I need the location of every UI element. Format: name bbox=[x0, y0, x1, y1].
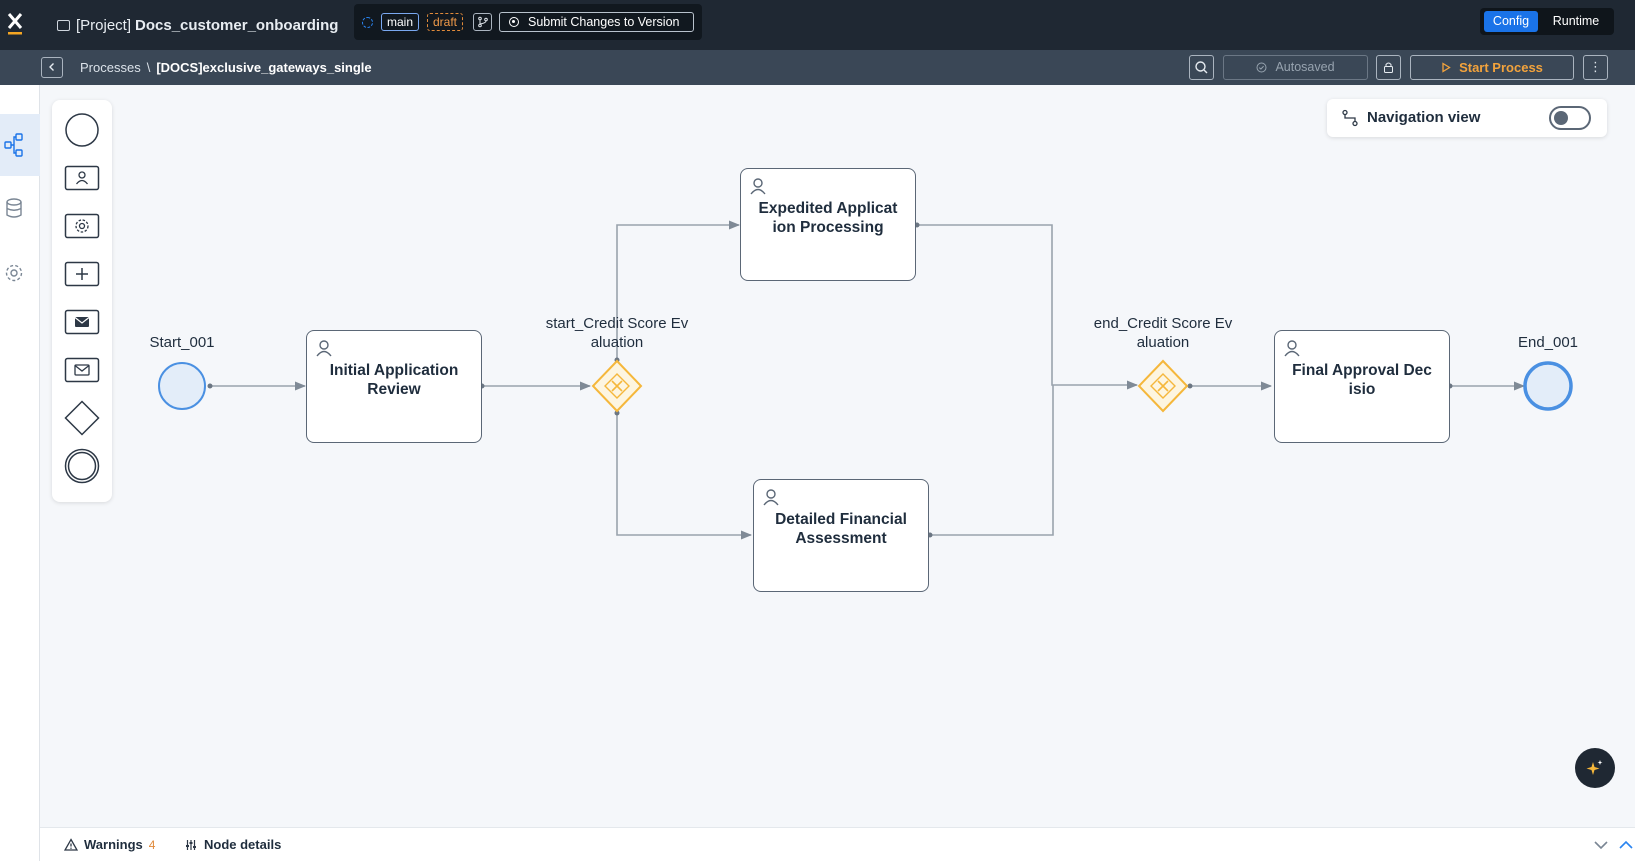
bottom-panel-bar: Warnings 4 Node details bbox=[40, 827, 1635, 861]
task-label: Detailed Financial Assessment bbox=[775, 511, 907, 547]
breadcrumb-separator: \ bbox=[146, 60, 151, 75]
navigation-view-label: Navigation view bbox=[1367, 109, 1481, 126]
warning-icon bbox=[64, 838, 78, 851]
task-label: Final Approval Dec isio bbox=[1292, 362, 1432, 398]
end-event-label: End_001 bbox=[1517, 334, 1579, 351]
toggle-knob bbox=[1554, 111, 1568, 125]
service-task-tool-icon[interactable] bbox=[64, 208, 100, 244]
user-task-icon bbox=[1284, 340, 1300, 357]
project-title: [Project] Docs_customer_onboarding bbox=[57, 14, 338, 36]
warnings-tab[interactable]: Warnings 4 bbox=[64, 837, 155, 852]
subprocess-tool-icon[interactable] bbox=[64, 256, 100, 292]
task-detailed-financial-assessment[interactable]: Detailed Financial Assessment bbox=[753, 479, 929, 592]
start-gateway-shape bbox=[591, 359, 643, 413]
chevron-left-icon bbox=[49, 63, 54, 71]
start-process-label: Start Process bbox=[1459, 60, 1543, 75]
task-expedited-application-processing[interactable]: Expedited Applicat ion Processing bbox=[740, 168, 916, 281]
check-circle-icon bbox=[1256, 62, 1267, 73]
sparkle-icon bbox=[1586, 760, 1603, 775]
mode-switch: Config Runtime bbox=[1480, 8, 1614, 35]
send-message-tool-icon[interactable] bbox=[64, 304, 100, 340]
user-task-tool-icon[interactable] bbox=[64, 160, 100, 196]
play-icon bbox=[1442, 62, 1451, 73]
flow-expedited-to-merge bbox=[917, 224, 1139, 390]
user-task-icon bbox=[750, 178, 766, 195]
user-task-icon bbox=[316, 340, 332, 357]
task-label: Initial Application Review bbox=[329, 362, 459, 398]
navigation-view-toggle[interactable] bbox=[1549, 106, 1591, 130]
node-details-tab[interactable]: Node details bbox=[185, 837, 281, 852]
end-event bbox=[1523, 361, 1573, 411]
autosave-status: Autosaved bbox=[1223, 55, 1368, 80]
search-icon bbox=[1195, 61, 1208, 74]
chevron-down-icon[interactable] bbox=[1592, 836, 1610, 854]
end-gateway-label: end_Credit Score Ev aluation bbox=[1093, 315, 1233, 351]
start-gateway-label: start_Credit Score Ev aluation bbox=[545, 315, 689, 351]
flow-detailed-to-merge bbox=[930, 385, 1054, 536]
sliders-icon bbox=[186, 839, 196, 850]
warnings-label: Warnings bbox=[84, 837, 143, 852]
receive-message-tool-icon[interactable] bbox=[64, 352, 100, 388]
autosave-label: Autosaved bbox=[1275, 60, 1335, 74]
rail-data-item[interactable] bbox=[0, 178, 40, 240]
more-options-button[interactable]: ⋮ bbox=[1583, 55, 1608, 80]
task-label: Expedited Applicat ion Processing bbox=[758, 200, 898, 236]
start-event-tool-icon[interactable] bbox=[64, 112, 100, 148]
submit-changes-button[interactable]: Submit Changes to Version bbox=[499, 12, 694, 32]
navigation-view-panel: Navigation view bbox=[1327, 99, 1607, 137]
process-diagram-icon bbox=[4, 133, 23, 157]
end-event-tool-icon[interactable] bbox=[64, 448, 100, 484]
rail-settings-item[interactable] bbox=[0, 242, 40, 304]
breadcrumb-processes[interactable]: Processes bbox=[80, 60, 141, 75]
flow-gateway-to-expedited bbox=[616, 220, 741, 360]
process-canvas[interactable]: Start_001 End_001 start_Credit Score Ev … bbox=[40, 85, 1635, 827]
top-bar: [Project] Docs_customer_onboarding main … bbox=[0, 0, 1635, 50]
git-branch-icon[interactable] bbox=[473, 13, 492, 31]
process-toolbar: Processes \ [DOCS]exclusive_gateways_sin… bbox=[0, 50, 1635, 85]
gateway-tool-icon[interactable] bbox=[64, 400, 100, 436]
route-icon bbox=[1342, 109, 1358, 127]
start-event-label: Start_001 bbox=[149, 334, 215, 351]
chevron-up-icon[interactable] bbox=[1617, 836, 1635, 854]
rail-process-item[interactable] bbox=[0, 114, 40, 176]
version-controls: main draft Submit Changes to Version bbox=[354, 4, 702, 40]
user-task-icon bbox=[763, 489, 779, 506]
node-details-label: Node details bbox=[204, 837, 282, 852]
task-final-approval-decision[interactable]: Final Approval Dec isio bbox=[1274, 330, 1450, 443]
breadcrumb: Processes \ [DOCS]exclusive_gateways_sin… bbox=[80, 60, 372, 75]
lock-button[interactable] bbox=[1376, 55, 1401, 80]
record-icon bbox=[509, 17, 519, 27]
search-button[interactable] bbox=[1189, 55, 1214, 80]
start-process-button[interactable]: Start Process bbox=[1410, 55, 1574, 80]
task-initial-application-review[interactable]: Initial Application Review bbox=[306, 330, 482, 443]
lock-icon bbox=[1384, 62, 1393, 73]
end-gateway-shape bbox=[1137, 359, 1189, 413]
branch-status-icon bbox=[362, 17, 373, 28]
back-button[interactable] bbox=[41, 57, 63, 78]
element-palette bbox=[52, 100, 112, 502]
ai-assistant-button[interactable] bbox=[1575, 748, 1615, 788]
project-prefix: [Project] bbox=[76, 16, 132, 34]
branch-tag[interactable]: main bbox=[381, 13, 420, 31]
folder-icon bbox=[57, 20, 70, 31]
sequence-flows bbox=[158, 220, 1573, 540]
warnings-count-badge: 4 bbox=[148, 837, 156, 852]
submit-changes-label: Submit Changes to Version bbox=[528, 15, 680, 29]
project-name: Docs_customer_onboarding bbox=[135, 16, 339, 34]
draft-badge: draft bbox=[427, 13, 464, 31]
flow-gateway-to-detailed bbox=[616, 413, 753, 540]
database-icon bbox=[6, 198, 22, 218]
left-rail bbox=[0, 85, 40, 861]
config-mode-button[interactable]: Config bbox=[1484, 11, 1538, 32]
breadcrumb-current: [DOCS]exclusive_gateways_single bbox=[156, 60, 372, 75]
gear-icon bbox=[5, 264, 23, 282]
app-logo-icon[interactable] bbox=[6, 10, 26, 36]
start-event bbox=[158, 362, 206, 410]
runtime-mode-button[interactable]: Runtime bbox=[1552, 14, 1600, 28]
